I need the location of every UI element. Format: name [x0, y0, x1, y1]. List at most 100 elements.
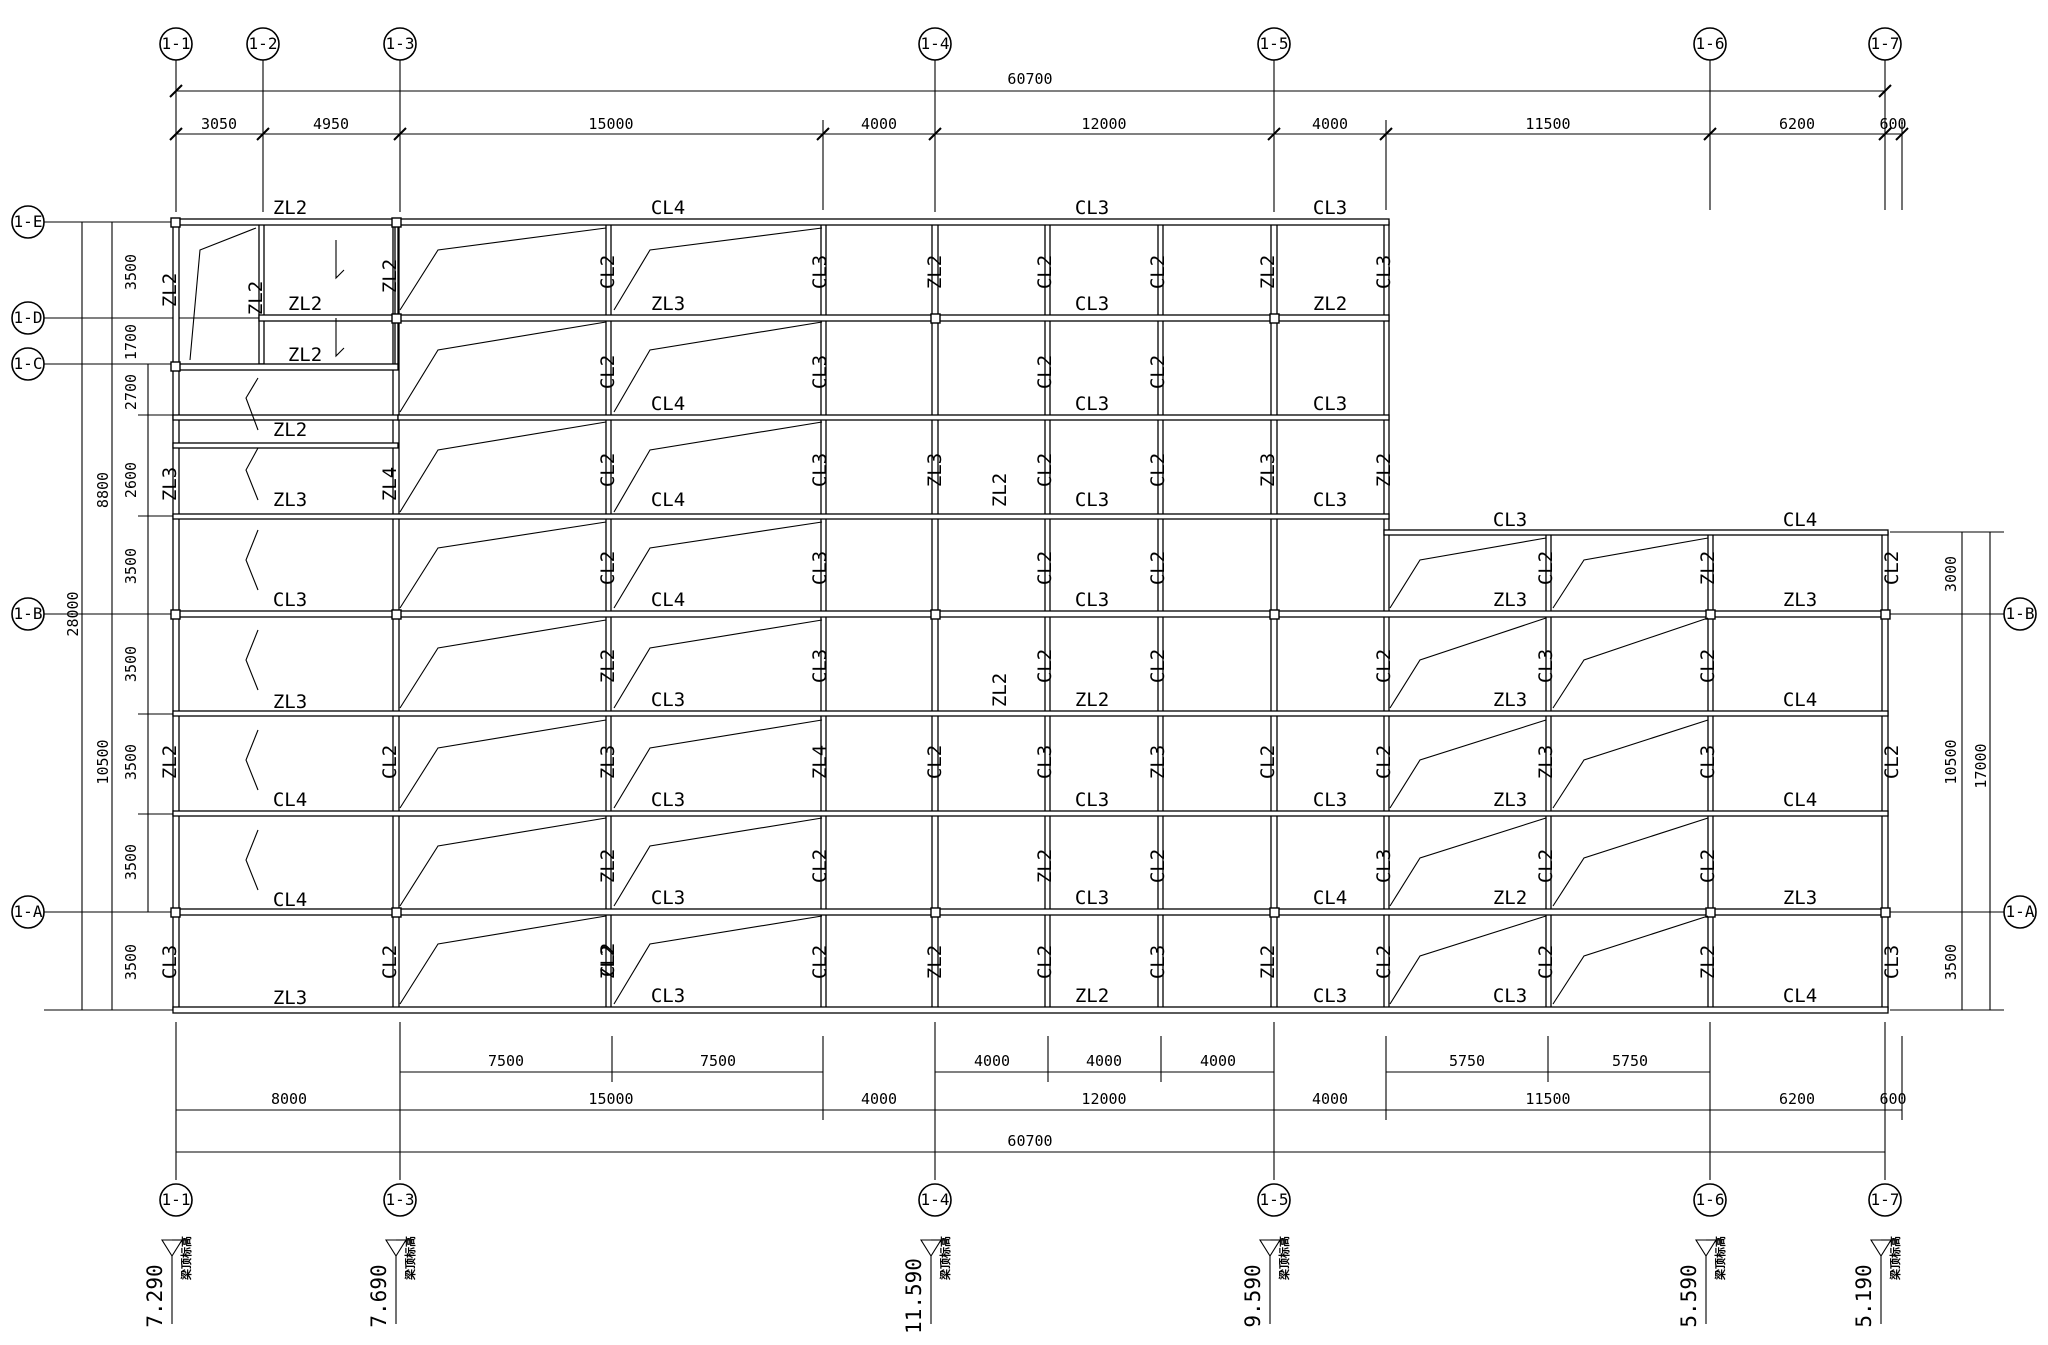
beam-label-horizontal: CL3 — [1313, 489, 1347, 511]
elevation-marks: 7.290梁顶标高7.690梁顶标高11.590梁顶标高9.590梁顶标高5.5… — [143, 1236, 1902, 1334]
beam-label-vertical: ZL2 — [597, 945, 619, 979]
dim-bottom-detail: 5750 — [1612, 1052, 1648, 1070]
dim-left-total: 28000 — [64, 591, 82, 636]
beam-label-horizontal: CL3 — [1075, 393, 1109, 415]
beam-label-vertical: CL2 — [1535, 945, 1557, 979]
beam-label-vertical: CL2 — [1034, 551, 1056, 585]
beam-label-vertical: CL3 — [1881, 945, 1903, 979]
left-dimension-lines — [44, 222, 176, 1011]
beam-label-vertical: ZL4 — [809, 745, 831, 779]
beam-label-vertical: ZL2 — [989, 673, 1011, 707]
beam-label-horizontal: CL4 — [1783, 509, 1817, 531]
beam-label-vertical: CL3 — [1535, 649, 1557, 683]
beam-label-vertical: ZL2 — [1373, 453, 1395, 487]
axis-label: 1-7 — [1871, 1190, 1900, 1209]
beam-label-vertical: CL3 — [1373, 255, 1395, 289]
beam-label-vertical: CL2 — [1881, 551, 1903, 585]
dim-bottom-segment: 11500 — [1525, 1090, 1570, 1108]
beam-label-horizontal: CL4 — [273, 789, 307, 811]
dim-bottom-segment: 4000 — [1312, 1090, 1348, 1108]
dim-right-detail: 3500 — [1942, 944, 1960, 980]
beam-label-horizontal: CL3 — [1493, 985, 1527, 1007]
axis-bubble-top-1-1: 1-1 — [159, 27, 193, 61]
elevation-value: 7.290 — [143, 1264, 167, 1327]
dim-top-segment: 12000 — [1081, 115, 1126, 133]
beam-label-horizontal: CL4 — [651, 589, 685, 611]
beam-label-horizontal: ZL3 — [1493, 789, 1527, 811]
axis-bubble-left-1-A: 1-A — [11, 895, 45, 929]
beam-label-horizontal: CL3 — [1313, 985, 1347, 1007]
beam-label-vertical: ZL3 — [1535, 745, 1557, 779]
dim-top-segment: 3050 — [201, 115, 237, 133]
dim-bottom-detail: 7500 — [488, 1052, 524, 1070]
dim-bottom-detail: 5750 — [1449, 1052, 1485, 1070]
axis-label: 1-5 — [1260, 34, 1289, 53]
beam-label-vertical: ZL3 — [1147, 745, 1169, 779]
dim-bottom-detail: 4000 — [974, 1052, 1010, 1070]
top-dimension-lines — [169, 84, 1909, 210]
elevation-value: 5.590 — [1677, 1264, 1701, 1327]
beam-label-horizontal: ZL2 — [288, 344, 322, 366]
elevation-mark-1-4: 11.590 梁顶标高 — [902, 1236, 952, 1334]
dim-bottom-detail: 7500 — [700, 1052, 736, 1070]
dim-bottom-detail: 4000 — [1086, 1052, 1122, 1070]
beam-label-horizontal: CL3 — [651, 985, 685, 1007]
beam-label-vertical: CL2 — [597, 551, 619, 585]
dim-left-detail: 3500 — [122, 744, 140, 780]
dim-left-mid: 8800 — [94, 472, 112, 508]
beam-label-vertical: CL3 — [1034, 745, 1056, 779]
axis-label: 1-D — [14, 308, 43, 327]
beam-label-vertical: ZL2 — [597, 849, 619, 883]
beam-label-vertical: CL2 — [1034, 649, 1056, 683]
beam-label-vertical: CL2 — [924, 745, 946, 779]
beam-label-vertical: CL3 — [1373, 849, 1395, 883]
axis-label: 1-2 — [249, 34, 278, 53]
beam-label-vertical: ZL3 — [159, 467, 181, 501]
beam-label-horizontal: CL3 — [1313, 789, 1347, 811]
slab-span-marks — [189, 227, 1709, 1005]
elevation-note: 梁顶标高 — [938, 1236, 952, 1281]
beam-label-vertical: CL2 — [1373, 945, 1395, 979]
beam-label-vertical: CL2 — [809, 849, 831, 883]
elevation-value: 7.690 — [367, 1264, 391, 1327]
axis-bubble-top-1-4: 1-4 — [918, 27, 952, 61]
beam-label-vertical: ZL2 — [159, 745, 181, 779]
beam-label-vertical: ZL2 — [379, 259, 401, 293]
dim-bottom-segment: 4000 — [861, 1090, 897, 1108]
beam-label-vertical: ZL2 — [597, 649, 619, 683]
dim-bottom-segment: 600 — [1879, 1090, 1906, 1108]
beam-label-horizontal: CL3 — [1075, 789, 1109, 811]
dim-left-detail: 3500 — [122, 254, 140, 290]
elevation-value: 11.590 — [902, 1258, 926, 1334]
beam-label-vertical: ZL2 — [1034, 849, 1056, 883]
beam-label-vertical: ZL2 — [924, 945, 946, 979]
elevation-note: 梁顶标高 — [1888, 1236, 1902, 1281]
axis-bubble-bottom-1-1: 1-1 — [159, 1183, 193, 1217]
beam-label-vertical: ZL3 — [924, 453, 946, 487]
dim-top-segment: 4950 — [313, 115, 349, 133]
beam-label-vertical: CL2 — [1881, 745, 1903, 779]
axis-label: 1-1 — [162, 1190, 191, 1209]
beam-label-horizontal: CL3 — [1075, 293, 1109, 315]
dim-left-detail: 2700 — [122, 374, 140, 410]
dim-top-segment: 4000 — [861, 115, 897, 133]
beam-label-horizontal: CL3 — [273, 589, 307, 611]
beam-label-vertical: CL2 — [1034, 255, 1056, 289]
beam-label-vertical: ZL2 — [1257, 945, 1279, 979]
beam-label-vertical: CL2 — [1147, 551, 1169, 585]
beam-label-horizontal: CL3 — [651, 887, 685, 909]
beam-label-horizontal: CL4 — [1783, 789, 1817, 811]
beam-label-vertical: CL2 — [1034, 945, 1056, 979]
column-nodes — [170, 217, 1891, 918]
right-dimension-lines — [1890, 531, 2004, 1011]
beam-label-horizontal: ZL3 — [651, 293, 685, 315]
dim-right-detail: 3000 — [1942, 556, 1960, 592]
axis-label: 1-4 — [921, 1190, 950, 1209]
beam-label-horizontal: CL3 — [1313, 197, 1347, 219]
beam-label-vertical: CL2 — [1147, 355, 1169, 389]
axis-label: 1-A — [2006, 902, 2035, 921]
beam-label-horizontal: CL3 — [1493, 509, 1527, 531]
